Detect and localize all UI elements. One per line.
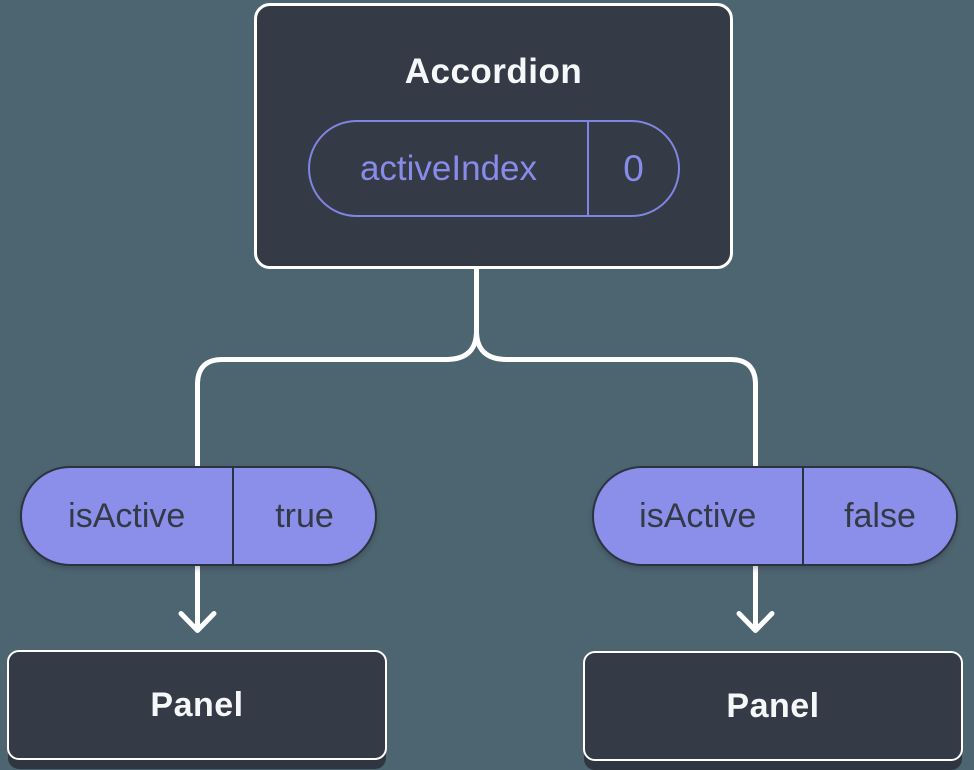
prop-pill-value: true [275, 496, 334, 535]
prop-pill-divider [231, 468, 234, 564]
state-pill-value: 0 [623, 147, 644, 189]
active-index-state-pill: activeIndex 0 [308, 120, 680, 217]
arrow-right-icon [736, 561, 775, 633]
is-active-pill-left: isActive true [20, 466, 377, 566]
state-pill-divider [587, 122, 589, 215]
prop-pill-name: isActive [68, 496, 186, 535]
panel-node-title: Panel [726, 686, 820, 725]
state-pill-name: activeIndex [359, 148, 538, 188]
arrow-left-icon [178, 561, 217, 633]
panel-node-left: Panel [7, 650, 387, 760]
accordion-node: Accordion activeIndex 0 [254, 3, 733, 269]
accordion-node-title: Accordion [404, 52, 583, 91]
connector-branch-right [474, 265, 758, 468]
prop-pill-name: isActive [639, 496, 757, 535]
prop-pill-divider [801, 468, 804, 564]
is-active-pill-right: isActive false [592, 466, 958, 566]
prop-pill-value: false [844, 496, 916, 535]
panel-node-title: Panel [150, 685, 244, 724]
connector-branch-left [195, 265, 479, 468]
panel-node-right: Panel [583, 651, 963, 761]
